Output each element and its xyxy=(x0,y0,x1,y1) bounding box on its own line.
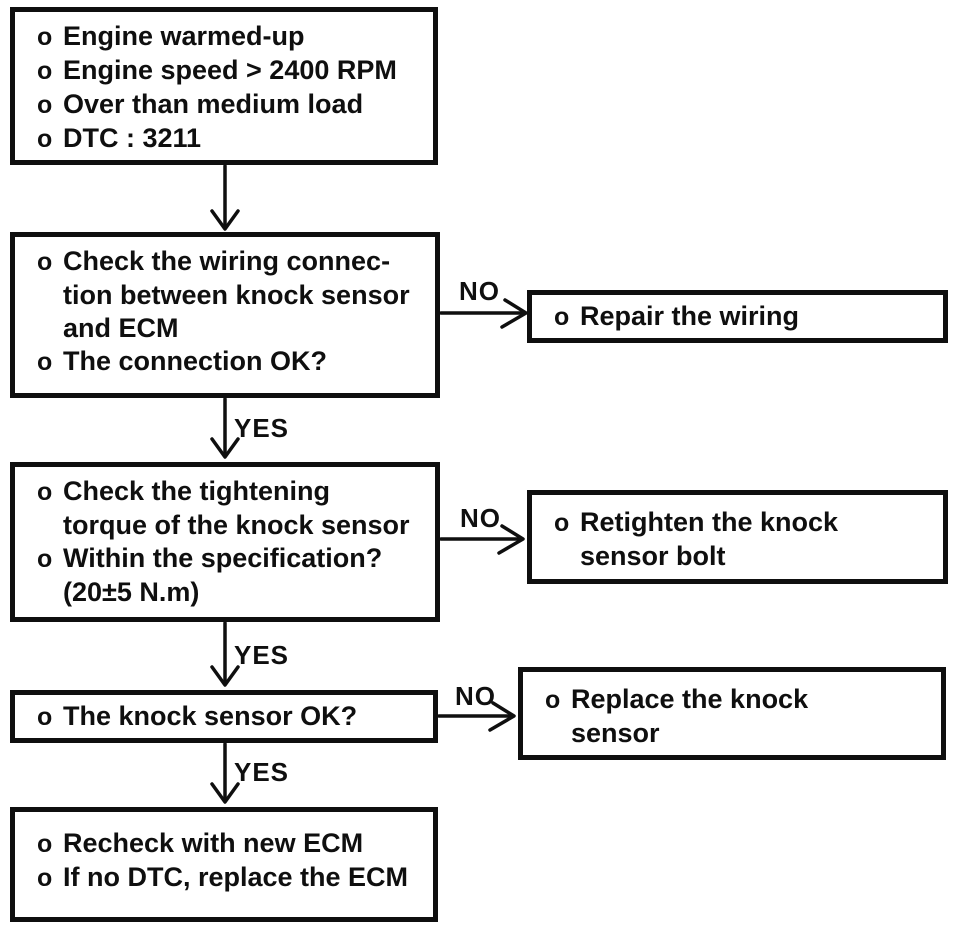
step-text: Check the tightening xyxy=(63,476,331,506)
action-line: sensor xyxy=(523,717,941,750)
action-text: sensor bolt xyxy=(580,541,726,571)
step-text: If no DTC, replace the ECM xyxy=(63,862,409,892)
no-label-1: NO xyxy=(459,276,500,306)
condition-line: o DTC : 3211 xyxy=(15,122,433,156)
action-text: sensor xyxy=(571,718,660,748)
action-line: sensor bolt xyxy=(532,540,943,573)
knock-sensor-ok-box: o The knock sensor OK? xyxy=(10,690,438,743)
step-text: Within the specification? xyxy=(63,543,383,573)
arrowhead-right-icon xyxy=(500,298,528,329)
condition-text: Over than medium load xyxy=(63,89,364,119)
action-line: o Repair the wiring xyxy=(532,300,943,334)
step-line: tion between knock sensor xyxy=(15,279,435,312)
step-line: (20±5 N.m) xyxy=(15,576,435,609)
bullet: o xyxy=(37,702,53,731)
action-text: Replace the knock xyxy=(571,684,809,714)
step-text: Check the wiring connec- xyxy=(63,246,391,276)
yes-label-1: YES xyxy=(234,413,290,443)
bullet: o xyxy=(554,302,570,331)
replace-sensor-box: o Replace the knock sensor xyxy=(518,667,946,760)
step-line: o Recheck with new ECM xyxy=(15,827,433,861)
yes-label-2: YES xyxy=(234,640,290,670)
question-text: The knock sensor OK? xyxy=(63,700,358,731)
action-text: Repair the wiring xyxy=(580,300,800,331)
no-label-2: NO xyxy=(460,503,501,533)
step-line: and ECM xyxy=(15,312,435,345)
bullet: o xyxy=(37,91,53,119)
step-line: o The connection OK? xyxy=(15,345,435,379)
arrowhead-right-icon xyxy=(497,524,525,555)
action-line: o Retighten the knock xyxy=(532,506,943,540)
condition-line: o Engine warmed-up xyxy=(15,20,433,54)
bullet: o xyxy=(545,686,561,714)
bullet: o xyxy=(37,830,53,858)
step-text: and ECM xyxy=(63,313,179,343)
question-line: o The knock sensor OK? xyxy=(15,700,433,734)
action-text: Retighten the knock xyxy=(580,507,839,537)
bullet: o xyxy=(37,545,53,573)
step-text: (20±5 N.m) xyxy=(63,577,200,607)
condition-text: Engine speed > 2400 RPM xyxy=(63,55,397,85)
yes-label-3: YES xyxy=(234,757,290,787)
condition-text: Engine warmed-up xyxy=(63,21,305,51)
arrow-start-to-check-wiring xyxy=(210,164,240,231)
bullet: o xyxy=(37,248,53,276)
recheck-ecm-box: o Recheck with new ECM o If no DTC, repl… xyxy=(10,807,438,922)
step-line: o Within the specification? xyxy=(15,542,435,576)
bullet: o xyxy=(554,509,570,537)
step-text: Recheck with new ECM xyxy=(63,828,364,858)
bullet: o xyxy=(37,125,53,153)
step-text: torque of the knock sensor xyxy=(63,510,410,540)
condition-text: DTC : 3211 xyxy=(63,123,202,153)
check-wiring-box: o Check the wiring connec- tion between … xyxy=(10,232,440,398)
step-line: o Check the wiring connec- xyxy=(15,245,435,279)
arrowhead-down-icon xyxy=(210,209,240,231)
condition-line: o Over than medium load xyxy=(15,88,433,122)
bullet: o xyxy=(37,57,53,85)
no-label-3: NO xyxy=(455,681,496,711)
step-text: tion between knock sensor xyxy=(63,280,410,310)
step-line: torque of the knock sensor xyxy=(15,509,435,542)
bullet: o xyxy=(37,23,53,51)
bullet: o xyxy=(37,348,53,376)
repair-wiring-box: o Repair the wiring xyxy=(527,290,948,343)
bullet: o xyxy=(37,478,53,506)
step-line: o Check the tightening xyxy=(15,475,435,509)
start-conditions-box: o Engine warmed-up o Engine speed > 2400… xyxy=(10,7,438,165)
condition-line: o Engine speed > 2400 RPM xyxy=(15,54,433,88)
check-torque-box: o Check the tightening torque of the kno… xyxy=(10,462,440,622)
bullet: o xyxy=(37,864,53,892)
action-line: o Replace the knock xyxy=(523,683,941,717)
step-line: o If no DTC, replace the ECM xyxy=(15,861,433,895)
retighten-bolt-box: o Retighten the knock sensor bolt xyxy=(527,490,948,584)
step-text: The connection OK? xyxy=(63,346,328,376)
